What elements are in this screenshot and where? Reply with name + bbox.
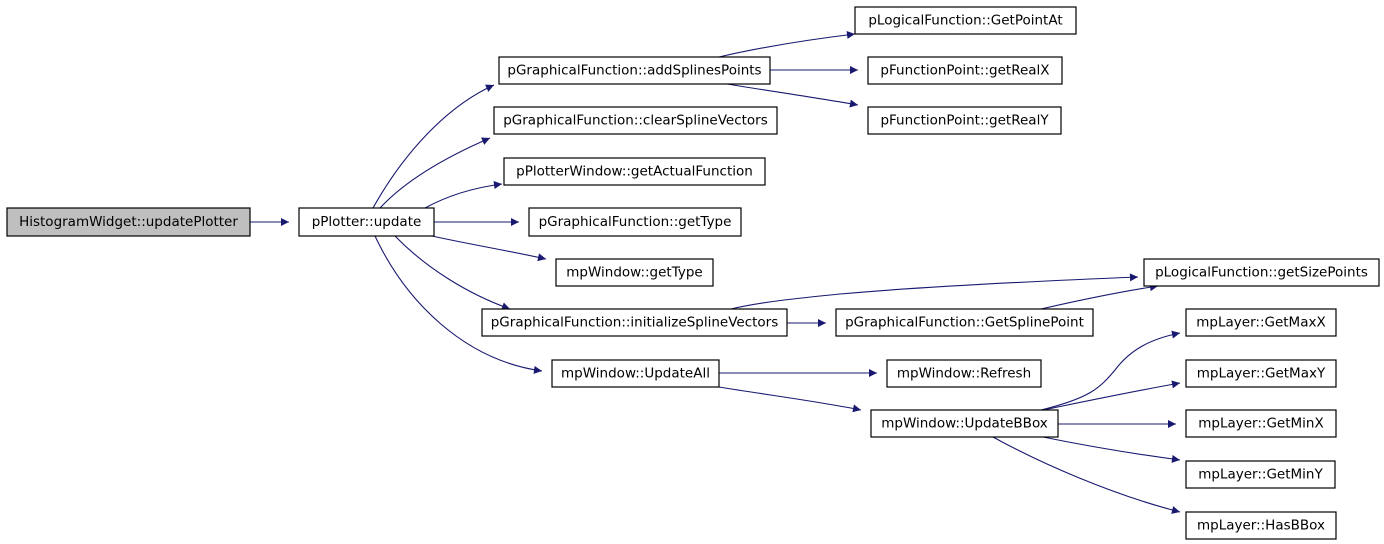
- node-getMaxX[interactable]: mpLayer::GetMaxX: [1185, 308, 1337, 337]
- node-box-getMaxY: [1185, 359, 1337, 388]
- node-getMinY[interactable]: mpLayer::GetMinY: [1185, 460, 1336, 489]
- node-label-mpGetType: mpWindow::getType: [566, 265, 702, 281]
- node-label-updateAll: mpWindow::UpdateAll: [561, 366, 710, 382]
- edge-updateBBox-to-getMaxX: [1040, 330, 1181, 411]
- node-mpGetType[interactable]: mpWindow::getType: [555, 258, 714, 287]
- edge-update-to-initSpline: [394, 235, 511, 311]
- edge-layer: [250, 30, 1181, 514]
- edge-update-to-mpGetType: [431, 235, 547, 262]
- node-box-refresh: [886, 359, 1042, 388]
- node-box-getMinX: [1185, 409, 1337, 438]
- node-label-root: HistogramWidget::updatePlotter: [19, 214, 238, 230]
- edge-getSplinePoint-to-getSizePoints: [1040, 283, 1159, 310]
- node-label-getMaxX: mpLayer::GetMaxX: [1196, 315, 1325, 331]
- node-box-hasBBox: [1185, 511, 1337, 540]
- node-box-getActual: [503, 157, 766, 186]
- node-box-getPointAt: [854, 6, 1077, 35]
- node-box-updateBBox: [870, 409, 1059, 438]
- node-label-hasBBox: mpLayer::HasBBox: [1197, 518, 1325, 534]
- node-label-getMinX: mpLayer::GetMinX: [1198, 416, 1323, 432]
- node-box-getMaxX: [1185, 308, 1337, 337]
- node-box-clearSpline: [493, 106, 778, 135]
- node-hasBBox[interactable]: mpLayer::HasBBox: [1185, 511, 1337, 540]
- node-label-getPointAt: pLogicalFunction::GetPointAt: [868, 13, 1062, 29]
- node-box-root: [6, 207, 251, 237]
- node-getPointAt[interactable]: pLogicalFunction::GetPointAt: [854, 6, 1077, 35]
- node-label-update: pPlotter::update: [312, 214, 422, 230]
- node-updateAll[interactable]: mpWindow::UpdateAll: [551, 359, 720, 388]
- edge-addSplines-to-getRealY: [726, 83, 859, 108]
- node-updateBBox[interactable]: mpWindow::UpdateBBox: [870, 409, 1059, 438]
- node-addSplines[interactable]: pGraphicalFunction::addSplinesPoints: [498, 56, 771, 85]
- edge-update-to-updateAll: [374, 235, 543, 374]
- node-box-gfGetType: [528, 207, 742, 237]
- node-box-getRealX: [867, 56, 1063, 85]
- node-getSplinePoint[interactable]: pGraphicalFunction::GetSplinePoint: [835, 308, 1094, 337]
- node-label-getActual: pPlotterWindow::getActualFunction: [516, 164, 753, 180]
- edge-updateAll-to-updateBBox: [718, 386, 862, 413]
- node-box-getSplinePoint: [835, 308, 1094, 337]
- node-box-updateAll: [551, 359, 720, 388]
- node-label-getMinY: mpLayer::GetMinY: [1198, 467, 1323, 483]
- node-box-mpGetType: [555, 258, 714, 287]
- node-label-getSizePoints: pLogicalFunction::getSizePoints: [1155, 265, 1368, 281]
- node-label-gfGetType: pGraphicalFunction::getType: [539, 214, 732, 230]
- node-label-getRealX: pFunctionPoint::getRealX: [880, 63, 1049, 79]
- node-clearSpline[interactable]: pGraphicalFunction::clearSplineVectors: [493, 106, 778, 135]
- node-getSizePoints[interactable]: pLogicalFunction::getSizePoints: [1143, 258, 1380, 287]
- edge-updateBBox-to-getMinY: [1042, 436, 1181, 463]
- node-box-update: [298, 207, 435, 237]
- node-refresh[interactable]: mpWindow::Refresh: [886, 359, 1042, 388]
- edge-update-to-addSplines: [372, 84, 495, 209]
- node-label-refresh: mpWindow::Refresh: [897, 366, 1031, 382]
- edge-initSpline-to-getSizePoints: [730, 273, 1139, 310]
- edge-updateBBox-to-getMaxY: [1042, 380, 1181, 411]
- node-label-getSplinePoint: pGraphicalFunction::GetSplinePoint: [845, 315, 1084, 331]
- node-getActual[interactable]: pPlotterWindow::getActualFunction: [503, 157, 766, 186]
- node-label-updateBBox: mpWindow::UpdateBBox: [881, 416, 1048, 432]
- node-getRealY[interactable]: pFunctionPoint::getRealY: [867, 106, 1062, 135]
- edge-update-to-clearSpline: [379, 137, 491, 209]
- edge-updateBBox-to-hasBBox: [992, 436, 1181, 514]
- node-getMinX[interactable]: mpLayer::GetMinX: [1185, 409, 1337, 438]
- node-label-addSplines: pGraphicalFunction::addSplinesPoints: [507, 63, 761, 79]
- edge-addSplines-to-getPointAt: [718, 30, 856, 58]
- node-label-initSpline: pGraphicalFunction::initializeSplineVect…: [491, 315, 779, 331]
- node-initSpline[interactable]: pGraphicalFunction::initializeSplineVect…: [481, 308, 788, 337]
- node-box-getMinY: [1185, 460, 1336, 489]
- node-label-getMaxY: mpLayer::GetMaxY: [1197, 366, 1326, 382]
- node-layer: HistogramWidget::updatePlotter pPlotter::…: [6, 6, 1380, 540]
- node-box-addSplines: [498, 56, 771, 85]
- node-label-getRealY: pFunctionPoint::getRealY: [880, 113, 1049, 129]
- node-getMaxY[interactable]: mpLayer::GetMaxY: [1185, 359, 1337, 388]
- edge-update-to-getActual: [424, 181, 503, 209]
- node-getRealX[interactable]: pFunctionPoint::getRealX: [867, 56, 1063, 85]
- node-update[interactable]: pPlotter::update: [298, 207, 435, 237]
- node-root[interactable]: HistogramWidget::updatePlotter: [6, 207, 251, 237]
- node-box-getRealY: [867, 106, 1062, 135]
- node-box-initSpline: [481, 308, 788, 337]
- node-label-clearSpline: pGraphicalFunction::clearSplineVectors: [503, 113, 768, 129]
- node-box-getSizePoints: [1143, 258, 1380, 287]
- node-gfGetType[interactable]: pGraphicalFunction::getType: [528, 207, 742, 237]
